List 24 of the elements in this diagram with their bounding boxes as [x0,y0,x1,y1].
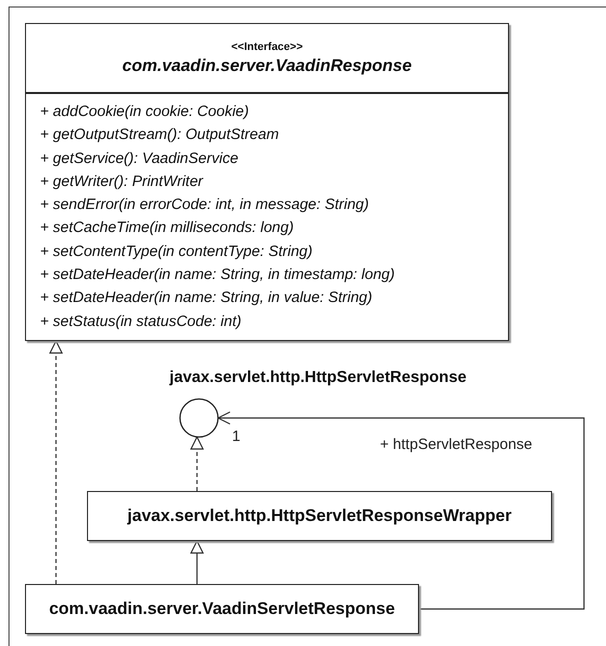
operation-text: + setContentType(in contentType: String) [40,242,314,262]
generalization-arrow [190,540,204,584]
class-name: javax.servlet.http.HttpServletResponseWrapper [127,506,512,526]
class-box [87,491,552,541]
class-name: com.vaadin.server.VaadinResponse [122,56,412,76]
operation-text: + setDateHeader(in name: String, in timestamp: long) [40,265,396,286]
operation-text: + getOutputStream(): OutputStream [40,125,280,146]
interface-name: javax.servlet.http.HttpServletResponse [168,369,468,387]
multiplicity-label: 1 [232,428,240,445]
operation-text: + getService(): VaadinService [40,148,240,169]
class-box [25,584,419,634]
operation-text: + sendError(in errorCode: int, in message: String) [40,195,370,216]
operation-text: + addCookie(in cookie: Cookie) [40,102,250,122]
operation-text: + setDateHeader(in name: String, in value: String) [40,288,374,308]
class-name: com.vaadin.server.VaadinServletResponse [49,599,395,619]
interface-class-box [25,23,509,341]
operation-text: + setCacheTime(in milliseconds: long) [40,218,295,238]
association-arrow [217,411,585,610]
realization-arrow [190,436,204,491]
edge-label: + httpServletResponse [380,436,532,453]
stereotype-label: <<Interface>> [231,40,303,52]
realization-arrow [49,340,63,584]
operation-text: + setStatus(in statusCode: int) [40,312,242,332]
operation-text: + getWriter(): PrintWriter [40,172,204,192]
